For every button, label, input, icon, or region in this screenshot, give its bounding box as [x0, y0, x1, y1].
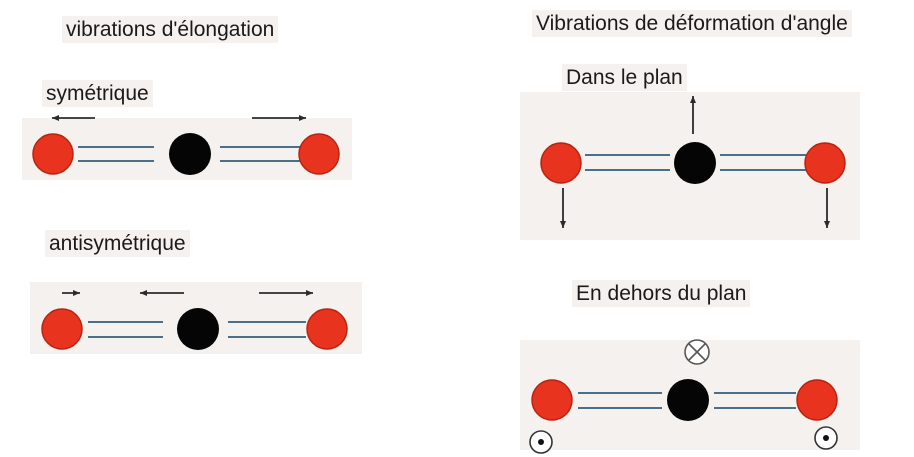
carbon-atom — [177, 308, 219, 350]
molecule-antisymmetric — [41, 290, 348, 350]
carbon-atom — [667, 379, 709, 421]
circled-dot-icon — [529, 430, 553, 454]
heading-bending: Vibrations de déformation d'angle — [532, 10, 852, 38]
oxygen-atom — [306, 308, 348, 350]
carbon-atom — [674, 142, 716, 184]
label-symmetric: symétrique — [42, 80, 153, 108]
circled-dot-icon — [814, 426, 838, 450]
oxygen-atom — [804, 142, 846, 184]
label-out-of-plane: En dehors du plan — [572, 280, 751, 308]
label-in-plane: Dans le plan — [562, 64, 687, 92]
molecule-in-plane — [540, 96, 846, 228]
oxygen-atom — [298, 133, 340, 175]
oxygen-atom — [41, 308, 83, 350]
oxygen-atom — [540, 142, 582, 184]
carbon-atom — [169, 133, 211, 175]
heading-stretching: vibrations d'élongation — [62, 16, 279, 44]
label-antisymmetric: antisymétrique — [45, 230, 190, 258]
circled-cross-icon — [684, 339, 710, 365]
molecule-out-of-plane — [529, 339, 838, 454]
oxygen-atom — [796, 379, 838, 421]
oxygen-atom — [531, 379, 573, 421]
molecule-symmetric — [32, 115, 340, 175]
oxygen-atom — [32, 133, 74, 175]
